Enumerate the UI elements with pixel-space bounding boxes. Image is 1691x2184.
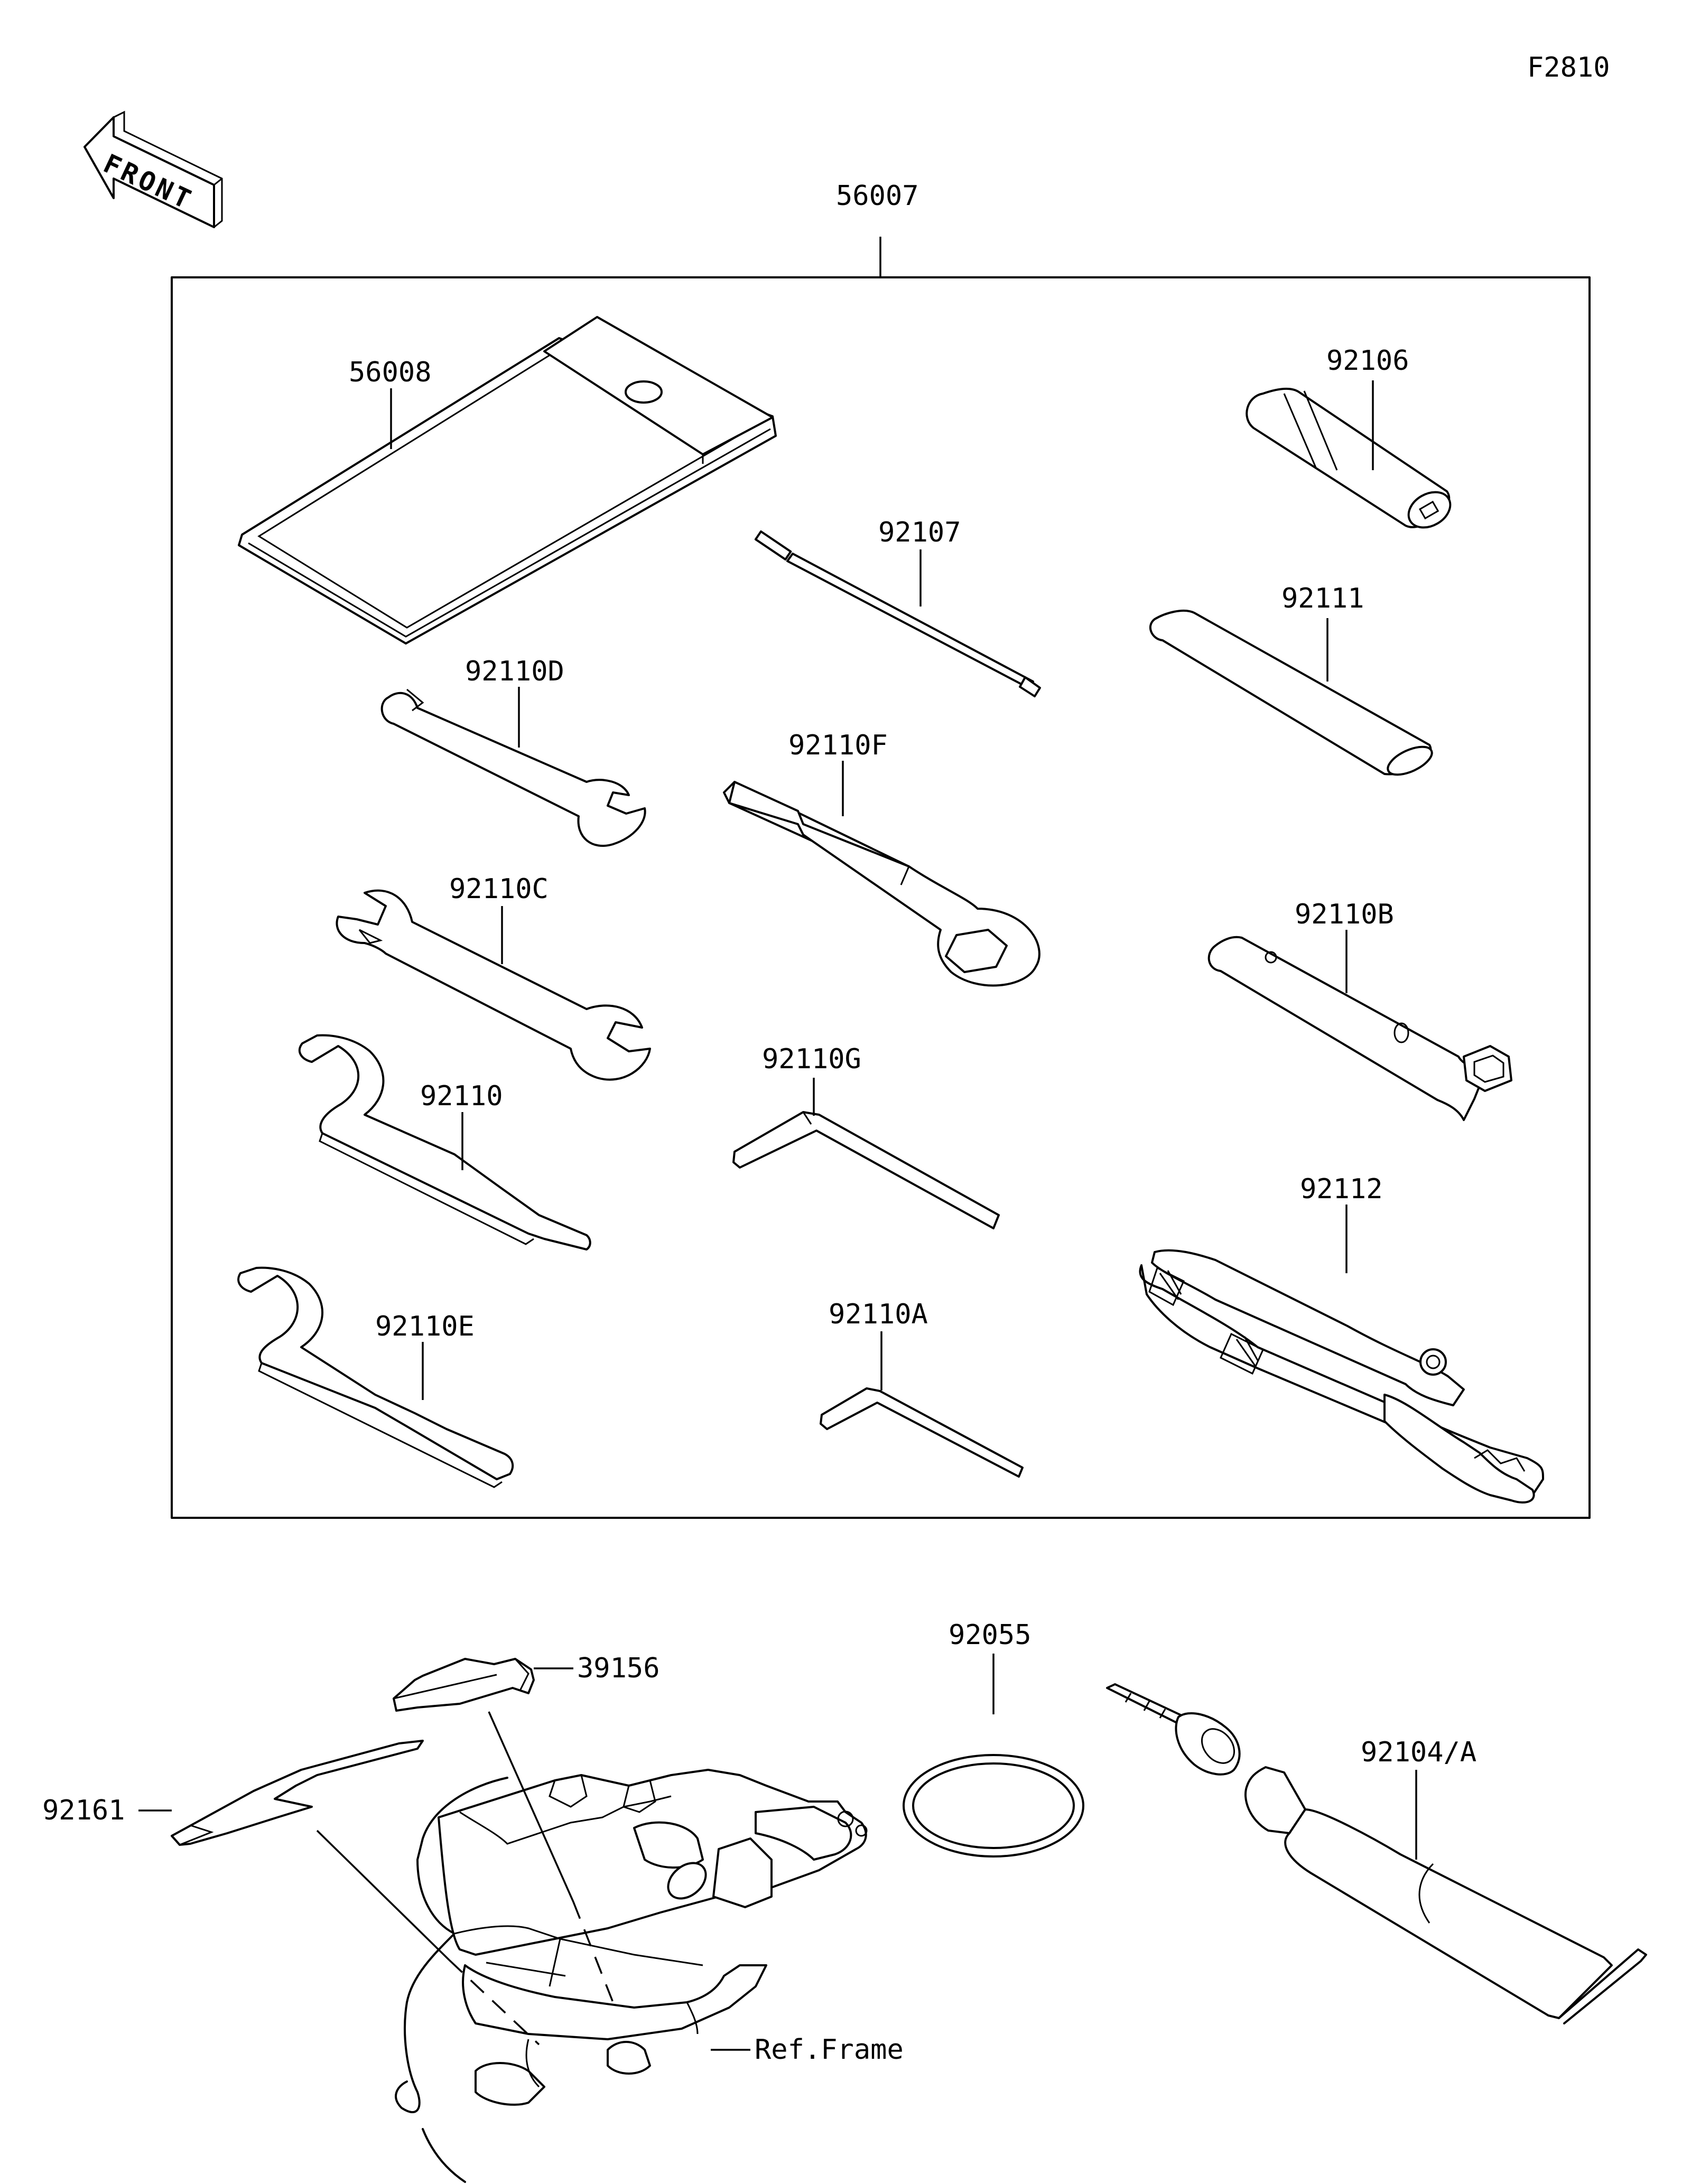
label-92110A: 92110A <box>829 1299 928 1330</box>
figure-code: F2810 <box>1527 52 1610 83</box>
label-56008: 56008 <box>349 357 432 388</box>
label-92110G: 92110G <box>762 1043 861 1075</box>
hex-key-92110G <box>732 1111 1000 1229</box>
ring-wrench-92110F <box>723 781 1040 987</box>
grease-tube-92104A <box>1106 1683 1647 2024</box>
front-arrow-icon: FRONT <box>83 110 223 228</box>
bar-92111 <box>1149 609 1433 776</box>
label-ref-frame: Ref.Frame <box>755 2034 904 2066</box>
label-92104A: 92104/A <box>1361 1737 1476 1768</box>
clip-39156 <box>393 1658 535 1712</box>
frame-reference <box>395 1769 868 2183</box>
label-92110: 92110 <box>420 1080 503 1112</box>
tool-pouch <box>238 316 777 645</box>
spanner-92110E <box>237 1266 514 1488</box>
label-92110E: 92110E <box>375 1311 475 1342</box>
oring-92055 <box>903 1754 1084 1858</box>
box-wrench-92110B <box>1207 936 1512 1121</box>
label-39156: 39156 <box>577 1653 660 1684</box>
label-92110C: 92110C <box>449 873 549 905</box>
screwdriver-92107 <box>754 530 1041 697</box>
label-92110B: 92110B <box>1295 899 1394 930</box>
label-92055: 92055 <box>949 1619 1032 1651</box>
label-56007: 56007 <box>836 180 919 212</box>
label-92107: 92107 <box>878 517 961 548</box>
label-92106: 92106 <box>1326 345 1409 377</box>
wrench-92110C <box>336 889 651 1081</box>
handle-92106 <box>1246 387 1452 529</box>
spanner-92110 <box>298 1034 591 1250</box>
plate-92161 <box>171 1740 424 1846</box>
label-92112: 92112 <box>1300 1173 1383 1205</box>
wrench-92110D <box>380 688 646 847</box>
label-92111: 92111 <box>1281 583 1364 614</box>
label-92110D: 92110D <box>465 656 564 687</box>
label-92161: 92161 <box>42 1795 125 1826</box>
hex-key-92110A <box>820 1387 1024 1478</box>
pliers-92112 <box>1139 1249 1544 1504</box>
label-92110F: 92110F <box>788 730 888 761</box>
